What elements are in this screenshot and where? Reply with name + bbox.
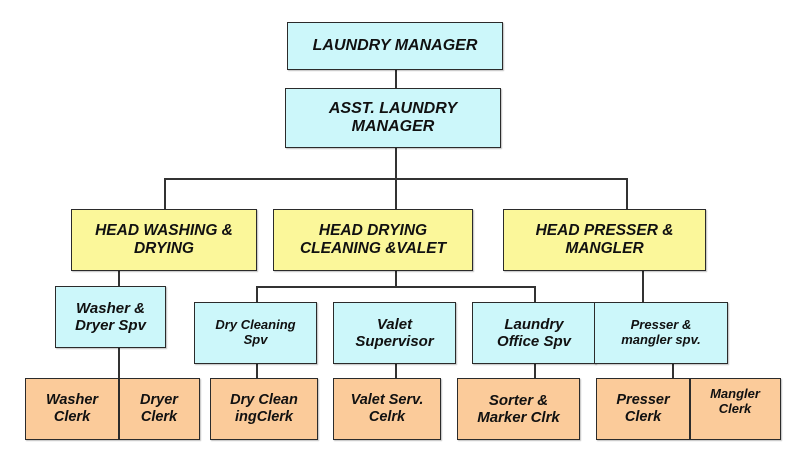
clerk-divider	[118, 379, 120, 439]
mangler-clerk-cell: Mangler Clerk	[690, 379, 780, 439]
valet-supervisor-box: Valet Supervisor	[333, 302, 456, 364]
connector-washer-spv-to-clerks	[118, 348, 120, 378]
asst-laundry-manager-box: ASST. LAUNDRY MANAGER	[285, 88, 501, 148]
presser-mangler-spv-label: Presser & mangler spv.	[621, 317, 701, 347]
presser-mangler-clerk-group: Presser Clerk Mangler Clerk	[596, 378, 781, 440]
connector-head-drying-down	[395, 271, 397, 286]
head-washing-drying-label: HEAD WASHING & DRYING	[95, 222, 233, 257]
connector-manager-to-asst	[395, 70, 397, 88]
connector-valet-spv-to-clerk	[395, 364, 397, 378]
connector-office-spv-to-clerk	[534, 364, 536, 378]
presser-mangler-spv-box: Presser & mangler spv.	[594, 302, 728, 364]
dryer-clerk-cell: Dryer Clerk	[119, 379, 199, 439]
head-presser-mangler-label: HEAD PRESSER & MANGLER	[535, 222, 674, 257]
clerk-divider	[689, 379, 691, 439]
mangler-clerk-label: Mangler Clerk	[710, 386, 760, 416]
dry-cleaning-clerk-label: Dry Clean ingClerk	[230, 392, 298, 425]
sorter-marker-clerk-label: Sorter & Marker Clrk	[477, 391, 560, 426]
connector-dry-cleaning-spv-to-clerk	[256, 364, 258, 378]
washer-dryer-spv-box: Washer & Dryer Spv	[55, 286, 166, 348]
head-washing-drying-box: HEAD WASHING & DRYING	[71, 209, 257, 271]
asst-laundry-manager-label: ASST. LAUNDRY MANAGER	[328, 99, 458, 135]
washer-dryer-spv-label: Washer & Dryer Spv	[75, 299, 146, 334]
washer-clerk-cell: Washer Clerk	[26, 379, 118, 439]
connector-presser-spv-to-clerks	[672, 364, 674, 378]
connector-to-dry-cleaning-spv	[256, 286, 258, 302]
valet-serv-clerk-label: Valet Serv. Celrk	[350, 392, 424, 425]
sorter-marker-clerk-box: Sorter & Marker Clrk	[457, 378, 580, 440]
head-drying-cleaning-valet-box: HEAD DRYING CLEANING &VALET	[273, 209, 473, 271]
dryer-clerk-label: Dryer Clerk	[140, 392, 178, 425]
connector-to-head-presser	[626, 178, 628, 209]
laundry-office-spv-box: Laundry Office Spv	[472, 302, 596, 364]
connector-to-head-washing	[164, 178, 166, 209]
connector-to-laundry-office-spv	[534, 286, 536, 302]
valet-serv-clerk-box: Valet Serv. Celrk	[333, 378, 441, 440]
head-drying-cleaning-valet-label: HEAD DRYING CLEANING &VALET	[299, 222, 447, 257]
laundry-office-spv-label: Laundry Office Spv	[497, 315, 571, 350]
dry-cleaning-clerk-box: Dry Clean ingClerk	[210, 378, 318, 440]
valet-supervisor-label: Valet Supervisor	[355, 315, 434, 350]
connector-drying-spv-bus	[256, 286, 535, 288]
presser-clerk-label: Presser Clerk	[616, 392, 670, 425]
washer-clerk-label: Washer Clerk	[45, 392, 99, 425]
dry-cleaning-spv-box: Dry Cleaning Spv	[194, 302, 317, 364]
connector-head-presser-to-spv	[642, 271, 644, 302]
washer-dryer-clerk-group: Washer Clerk Dryer Clerk	[25, 378, 200, 440]
connector-heads-bus	[164, 178, 627, 180]
connector-head-washing-to-spv	[118, 271, 120, 286]
dry-cleaning-spv-label: Dry Cleaning Spv	[215, 317, 296, 347]
presser-clerk-cell: Presser Clerk	[597, 379, 689, 439]
head-presser-mangler-box: HEAD PRESSER & MANGLER	[503, 209, 706, 271]
laundry-manager-label: LAUNDRY MANAGER	[312, 36, 478, 54]
laundry-manager-box: LAUNDRY MANAGER	[287, 22, 503, 70]
